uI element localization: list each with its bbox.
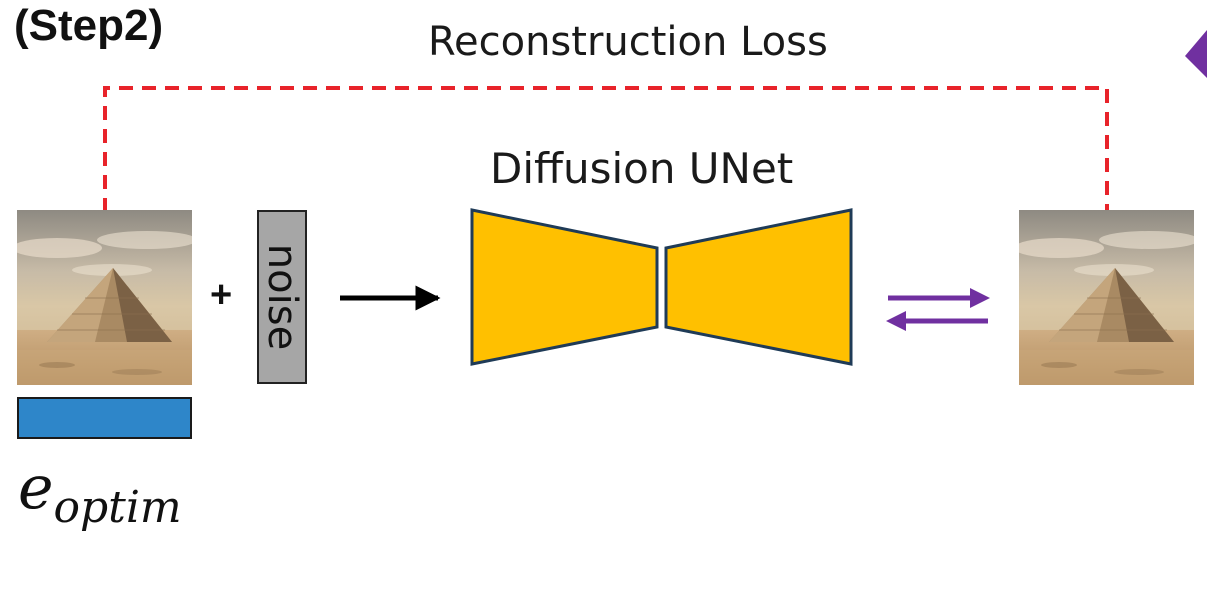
reconstruction-loss-path: [103, 86, 1109, 212]
unet-decoder-shape: [664, 208, 853, 366]
step-label: (Step2): [14, 1, 164, 50]
embedding-label: eoptim: [18, 458, 182, 530]
embedding-bar: [17, 397, 192, 439]
embedding-label-base: e: [18, 453, 54, 523]
input-image: [17, 210, 192, 385]
partial-diamond-shape: [1185, 30, 1207, 78]
output-image: [1019, 210, 1194, 385]
unet-encoder-shape: [470, 208, 659, 366]
noise-label: noise: [259, 243, 305, 351]
plus-sign: +: [210, 274, 233, 316]
diffusion-unet-label: Diffusion UNet: [490, 144, 794, 193]
embedding-label-subscript: optim: [53, 482, 182, 533]
noise-box: noise: [257, 210, 307, 384]
bidirectional-arrows-icon: [886, 288, 990, 331]
reconstruction-loss-label: Reconstruction Loss: [428, 19, 828, 65]
